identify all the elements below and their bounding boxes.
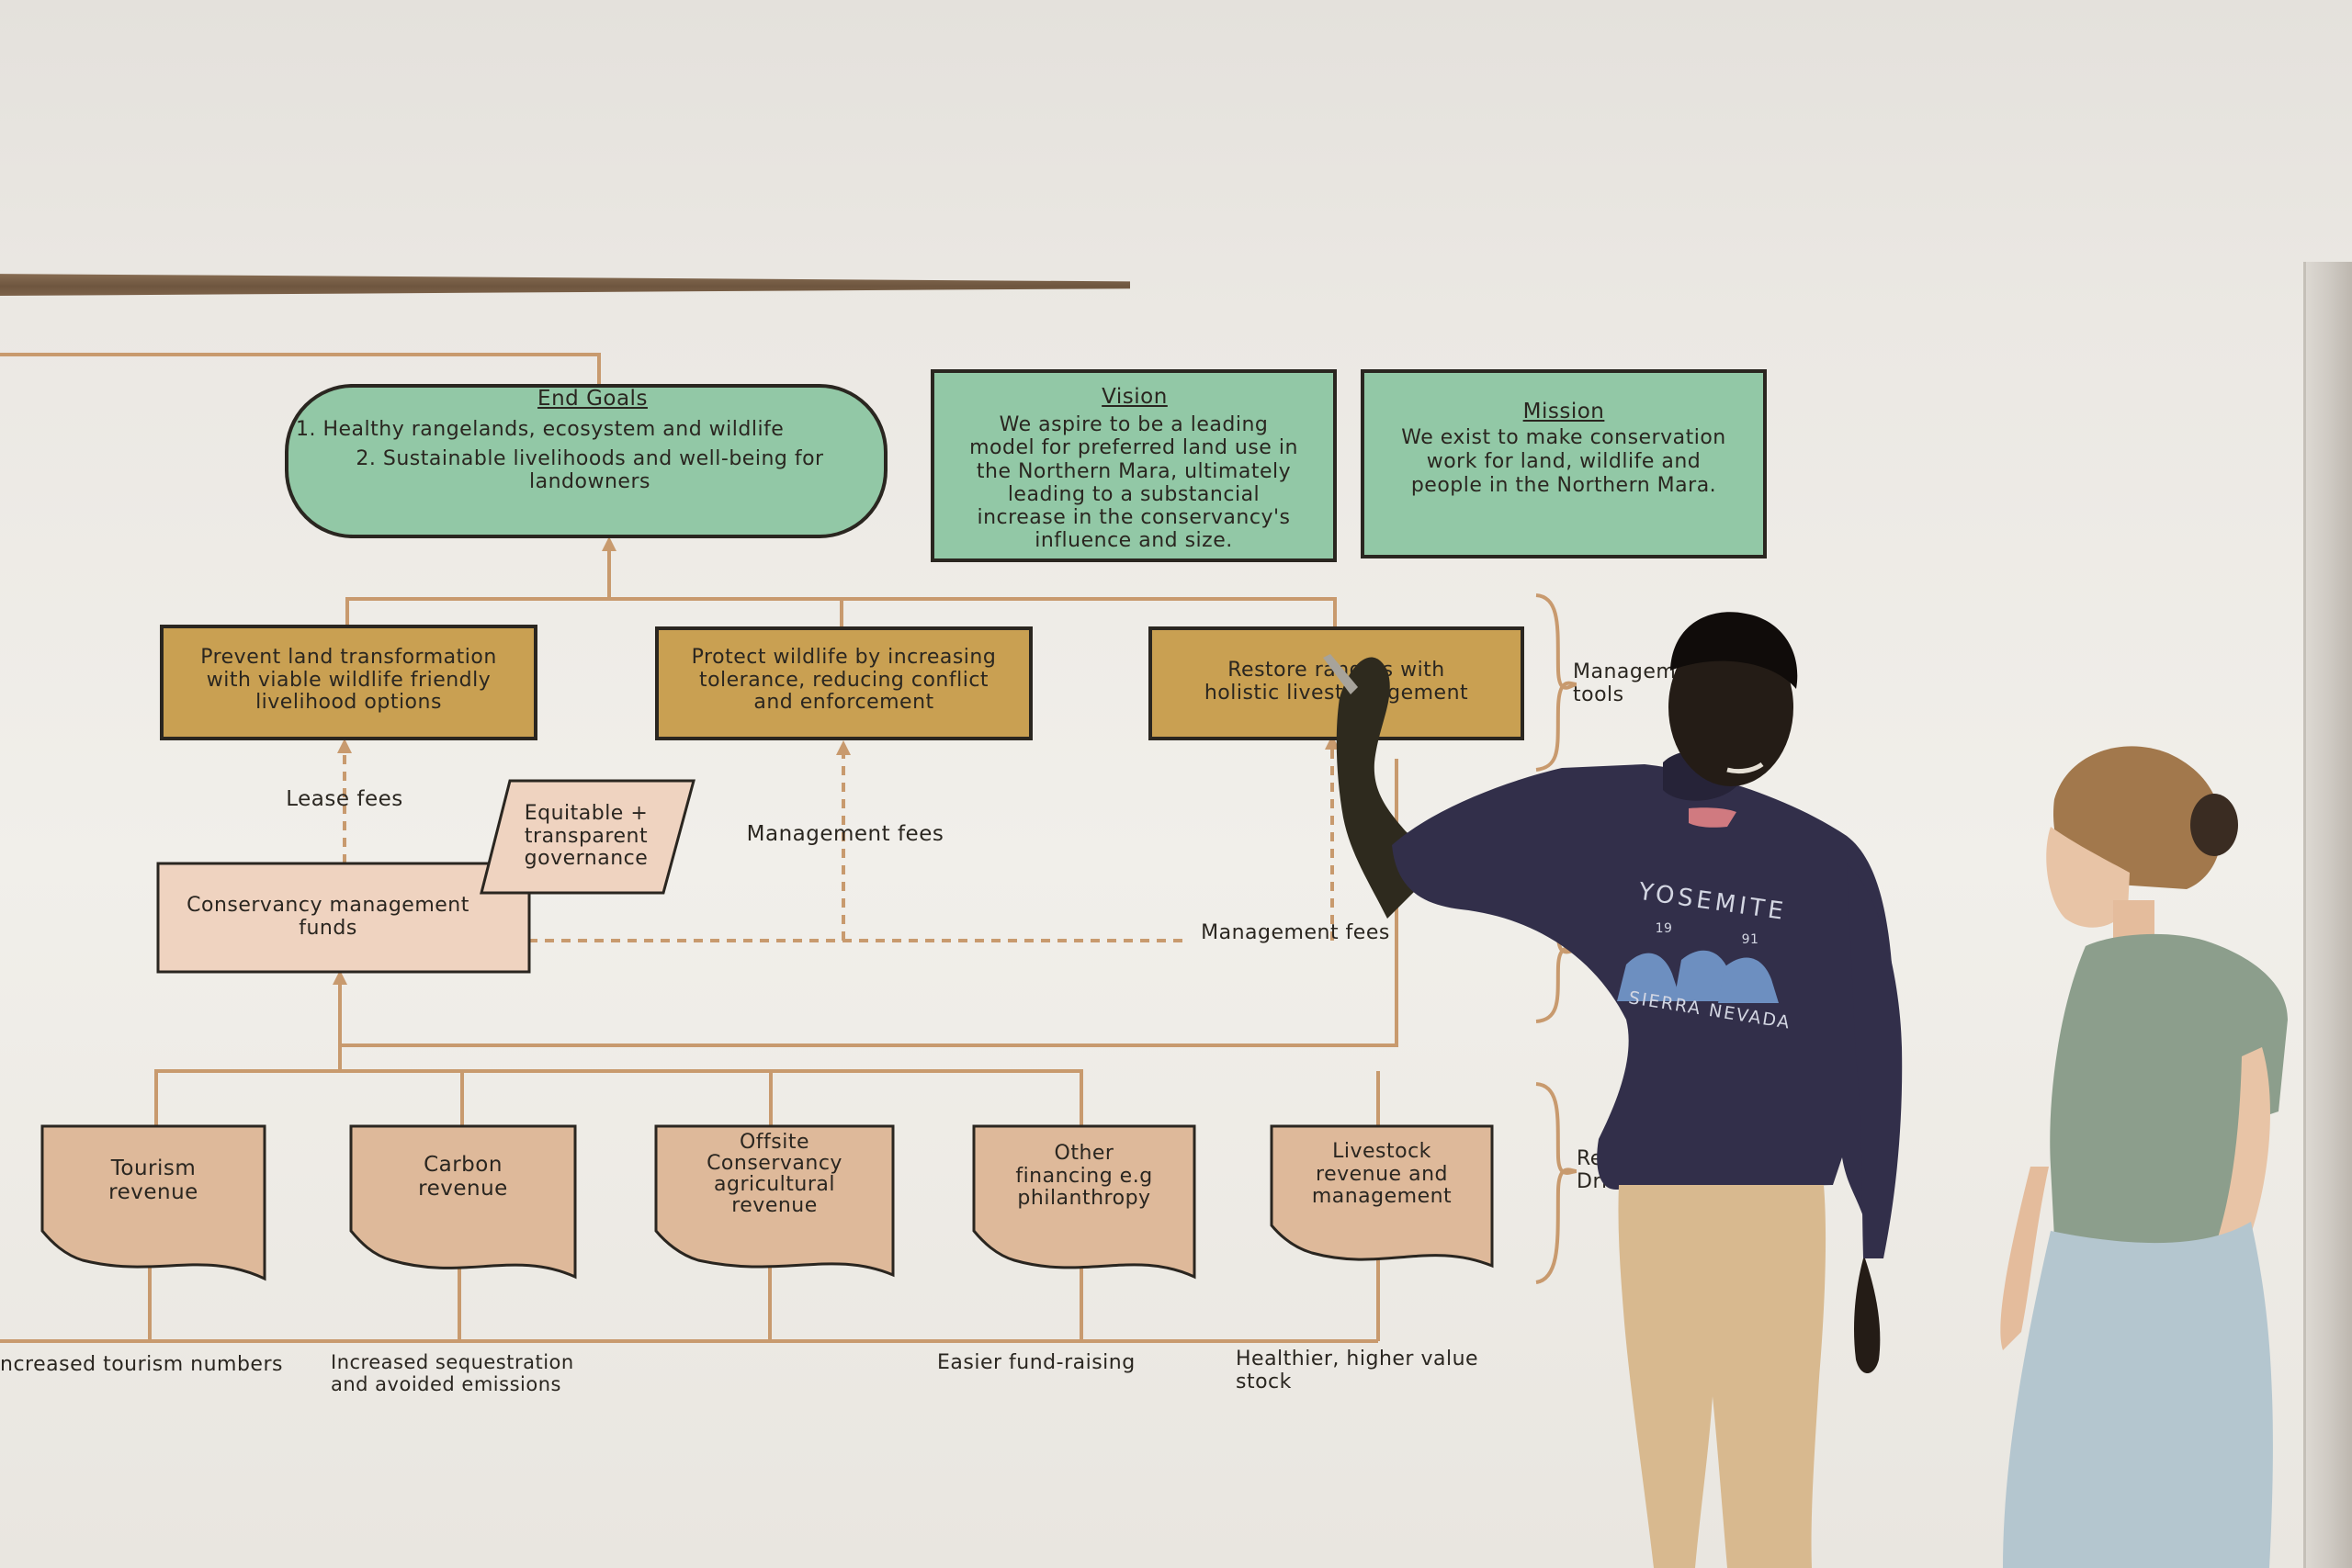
revenue-box-tourism <box>40 1124 266 1281</box>
tool-box-prevent <box>160 625 537 740</box>
funds-text: Conservancy management funds <box>187 894 469 940</box>
end-goals-box <box>285 384 888 538</box>
label-management-fees-2: Management fees <box>1201 921 1390 944</box>
revenue-box-carbon <box>349 1124 577 1280</box>
label-management-tools: Managem tools <box>1573 660 1677 706</box>
revenue-box-livestock <box>1270 1124 1494 1269</box>
revenue-offsite-text: Offsite Conservancy agricultural revenue <box>707 1131 842 1218</box>
end-goals-item-2: 2. Sustainable livelihoods and well-bein… <box>356 447 824 493</box>
woman-hair <box>2053 746 2222 889</box>
shirt-year-left: 19 <box>1655 921 1673 936</box>
woman-shirt <box>2050 933 2288 1247</box>
revenue-box-offsite <box>654 1124 895 1278</box>
mission-title: Mission <box>1522 400 1605 423</box>
revenue-other-text: Other financing e.g philanthropy <box>1015 1142 1153 1211</box>
vision-box <box>931 369 1337 562</box>
end-goals-title: End Goals <box>537 387 648 411</box>
tool-box-restore <box>1148 626 1524 740</box>
man-presenter <box>1323 612 1903 1568</box>
man-trousers <box>1618 1185 1826 1568</box>
driver-other-text: Easier fund-raising <box>937 1351 1136 1374</box>
bracket-revenue <box>1535 1082 1577 1284</box>
shirt-year-right: 91 <box>1741 932 1759 947</box>
door-frame <box>2303 262 2352 1568</box>
label-lease-fees: Lease fees <box>286 787 403 811</box>
label-management-fees-1: Management fees <box>746 822 944 846</box>
governance-parallelogram <box>480 779 695 895</box>
tool-box-protect <box>655 626 1033 740</box>
driver-livestock-text: Healthier, higher value stock <box>1236 1348 1479 1393</box>
vision-title: Vision <box>1102 385 1168 409</box>
shirt-print <box>1617 950 1779 1003</box>
funds-box <box>156 862 531 974</box>
revenue-livestock-text: Livestock revenue and management <box>1311 1140 1453 1209</box>
mission-box <box>1361 369 1767 558</box>
mission-text: We exist to make conservation work for l… <box>1401 426 1726 497</box>
end-goals-item-1: 1. Healthy rangelands, ecosystem and wil… <box>296 418 785 441</box>
tool-protect-text: Protect wildlife by increasing tolerance… <box>691 646 997 715</box>
driver-carbon-text: Increased sequestration and avoided emis… <box>331 1351 574 1395</box>
vision-text: We aspire to be a leading model for pref… <box>969 413 1298 553</box>
man-lowered-arm <box>1847 863 1903 1258</box>
tool-prevent-text: Prevent land transformation with viable … <box>200 646 497 715</box>
connector-top <box>0 353 601 386</box>
revenue-tourism-text: Tourism revenue <box>108 1156 198 1204</box>
revenue-carbon-text: Carbon revenue <box>418 1153 508 1201</box>
driver-tourism-text: ncreased tourism numbers <box>0 1353 283 1376</box>
bracket-tools <box>1535 593 1577 772</box>
connector-revenue-bus <box>154 1069 1083 1125</box>
woman-face <box>2046 827 2130 928</box>
woman-skirt <box>2003 1222 2273 1568</box>
revenue-box-other <box>972 1124 1196 1280</box>
man-head <box>1668 628 1793 786</box>
woman-listener <box>2000 746 2288 1568</box>
governance-text: Equitable + transparent governance <box>524 802 649 871</box>
